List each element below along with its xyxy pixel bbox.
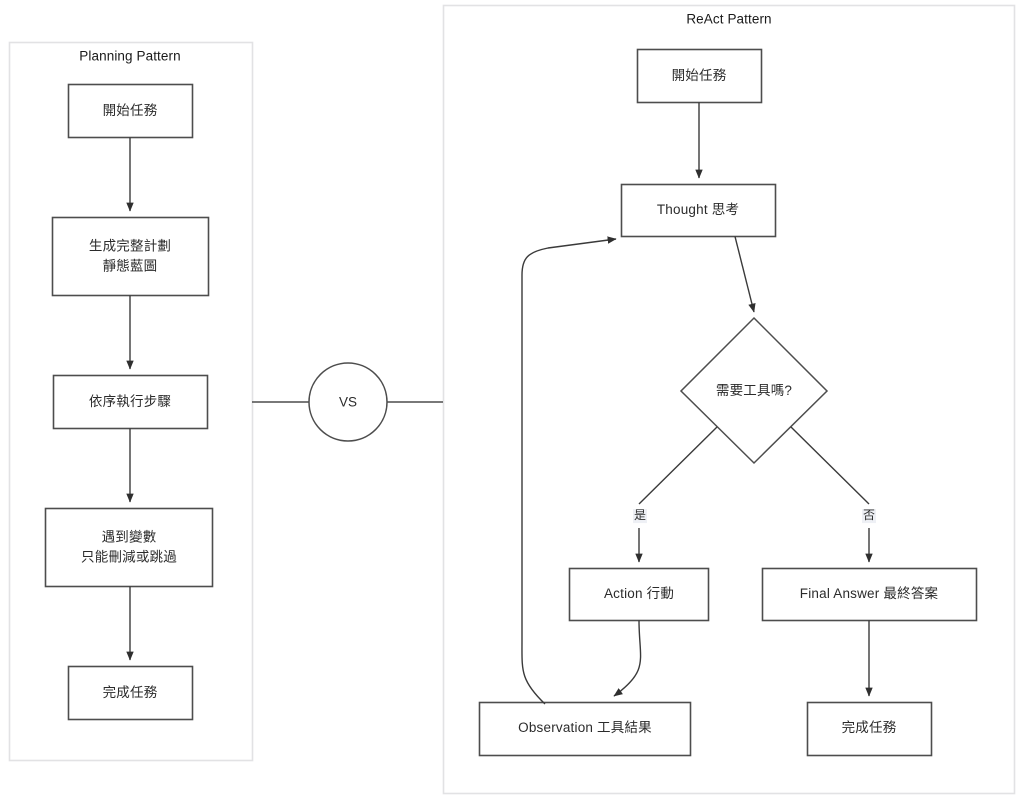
node-box-r-start[interactable] [636, 48, 763, 104]
node-label-r-action: Action 行動 [603, 586, 675, 602]
vs-label: VS [338, 394, 358, 410]
node-label-r-obs: Observation 工具結果 [518, 720, 652, 736]
edge-label-yes: 是 [632, 508, 648, 523]
node-label-r-start: 開始任務 [671, 68, 727, 84]
node-label-p-done: 完成任務 [102, 685, 158, 701]
node-label-r-decide: 需要工具嗎? [715, 383, 793, 399]
node-label-p-change: 遇到變數 只能刪減或跳過 [81, 529, 177, 564]
node-diamond-r-decide[interactable] [679, 316, 829, 465]
edge-r-action-to-r-obs [613, 620, 642, 697]
node-box-r-action[interactable] [568, 567, 710, 622]
node-box-p-done[interactable] [67, 665, 194, 721]
node-box-p-start[interactable] [67, 83, 194, 139]
vs-circle [308, 362, 388, 442]
node-label-r-thought: Thought 思考 [656, 202, 740, 218]
edge-r-decide-no-to-r-final [790, 426, 870, 505]
edge-label-no: 否 [861, 508, 877, 523]
node-label-p-plan: 生成完整計劃 靜態藍圖 [88, 238, 172, 273]
node-box-r-final[interactable] [761, 567, 978, 622]
edge-r-obs-to-r-thought-loop [521, 236, 617, 705]
node-label-r-final: Final Answer 最終答案 [799, 586, 939, 602]
edge-r-decide-yes-to-r-action [638, 426, 718, 505]
node-box-p-change[interactable] [44, 507, 214, 588]
node-box-r-obs[interactable] [478, 701, 692, 757]
node-label-p-exec: 依序執行步驟 [88, 394, 172, 410]
edge-r-thought-to-r-decide [734, 236, 756, 313]
node-box-p-plan[interactable] [51, 216, 210, 297]
node-label-p-start: 開始任務 [102, 103, 158, 119]
planning-panel-title: Planning Pattern [79, 48, 181, 64]
react-panel-title: ReAct Pattern [686, 11, 772, 27]
node-box-r-thought[interactable] [620, 183, 777, 238]
node-box-r-done[interactable] [806, 701, 933, 757]
node-label-r-done: 完成任務 [841, 720, 897, 736]
